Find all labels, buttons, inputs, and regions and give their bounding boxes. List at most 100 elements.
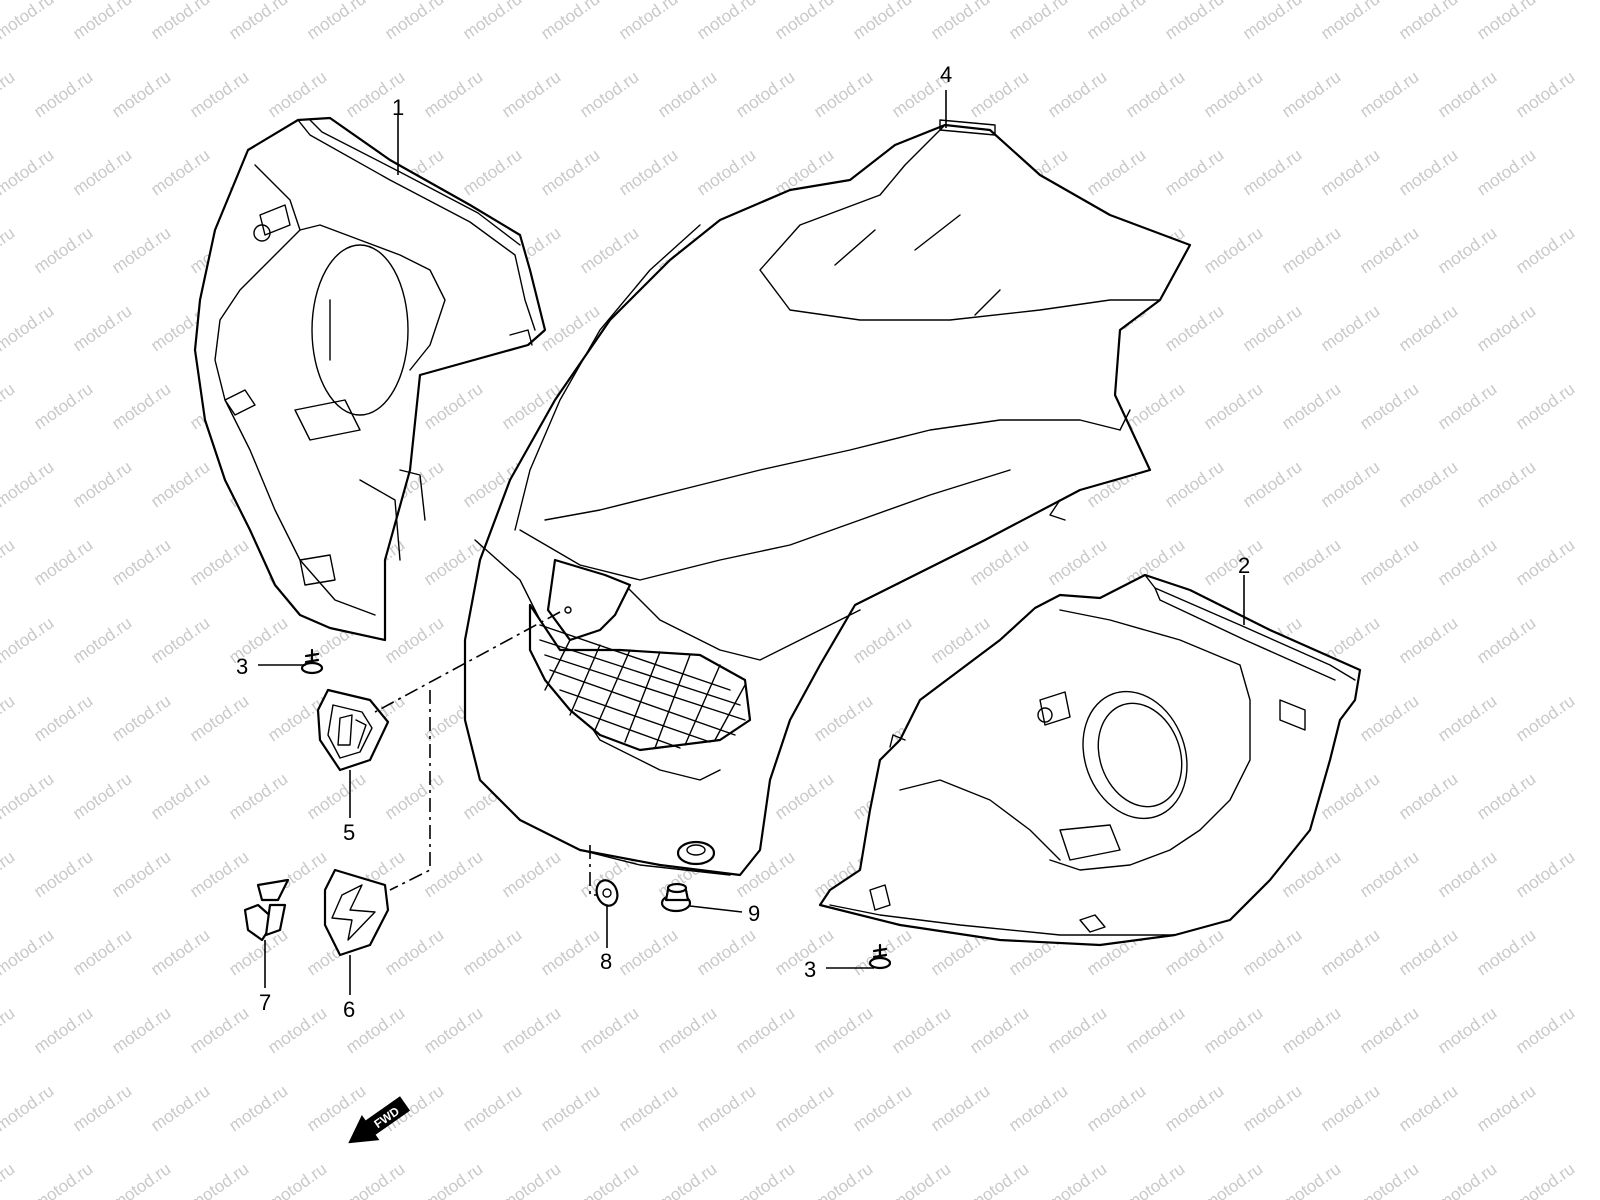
watermark-text: motod.ru bbox=[1395, 145, 1461, 199]
watermark-text: motod.ru bbox=[108, 691, 174, 745]
watermark-text: motod.ru bbox=[1473, 457, 1539, 511]
watermark-text: motod.ru bbox=[264, 1003, 330, 1057]
watermark-text: motod.ru bbox=[0, 301, 57, 355]
watermark-text: motod.ru bbox=[0, 145, 57, 199]
watermark-text: motod.ru bbox=[0, 769, 57, 823]
watermark-text: motod.ru bbox=[1044, 535, 1110, 589]
watermark-text: motod.ru bbox=[849, 1081, 915, 1135]
watermark-text: motod.ru bbox=[69, 769, 135, 823]
watermark-text: motod.ru bbox=[303, 769, 369, 823]
watermark-text: motod.ru bbox=[0, 379, 18, 433]
watermark-text: motod.ru bbox=[186, 535, 252, 589]
watermark-text: motod.ru bbox=[0, 535, 18, 589]
watermark-text: motod.ru bbox=[810, 67, 876, 121]
callout-7: 7 bbox=[259, 990, 271, 1015]
watermark-text: motod.ru bbox=[30, 67, 96, 121]
watermark-text: motod.ru bbox=[186, 847, 252, 901]
watermark-text: motod.ru bbox=[927, 0, 993, 43]
watermark-text: motod.ru bbox=[849, 925, 915, 979]
callout-labels: 1 2 3 3 4 5 6 7 8 9 bbox=[236, 62, 1250, 1022]
watermark-text: motod.ru bbox=[498, 1003, 564, 1057]
watermark-text: motod.ru bbox=[1473, 145, 1539, 199]
watermark-text: motod.ru bbox=[108, 379, 174, 433]
watermark-text: motod.ru bbox=[1512, 67, 1578, 121]
watermark-text: motod.ru bbox=[147, 145, 213, 199]
watermark-text: motod.ru bbox=[69, 301, 135, 355]
watermark-text: motod.ru bbox=[147, 0, 213, 43]
watermark-text: motod.ru bbox=[1239, 925, 1305, 979]
watermark-text: motod.ru bbox=[1434, 1159, 1500, 1200]
watermark-text: motod.ru bbox=[30, 379, 96, 433]
watermark-text: motod.ru bbox=[1239, 145, 1305, 199]
watermark-text: motod.ru bbox=[1512, 535, 1578, 589]
watermark-text: motod.ru bbox=[69, 1081, 135, 1135]
watermark-text: motod.ru bbox=[30, 1003, 96, 1057]
watermark-text: motod.ru bbox=[1317, 769, 1383, 823]
watermark-text: motod.ru bbox=[1473, 0, 1539, 43]
watermark-text: motod.ru bbox=[1278, 1159, 1344, 1200]
watermark-text: motod.ru bbox=[264, 67, 330, 121]
watermark-text: motod.ru bbox=[108, 847, 174, 901]
watermark-text: motod.ru bbox=[498, 1159, 564, 1200]
watermark-text: motod.ru bbox=[1395, 0, 1461, 43]
watermark-text: motod.ru bbox=[0, 457, 57, 511]
watermark-text: motod.ru bbox=[1200, 1159, 1266, 1200]
watermark-text: motod.ru bbox=[1200, 1003, 1266, 1057]
watermark-text: motod.ru bbox=[1200, 535, 1266, 589]
watermark-text: motod.ru bbox=[420, 379, 486, 433]
watermark-text: motod.ru bbox=[108, 1159, 174, 1200]
watermark-text: motod.ru bbox=[30, 847, 96, 901]
watermark-text: motod.ru bbox=[1200, 67, 1266, 121]
part-3-screw-left bbox=[300, 648, 324, 675]
watermark-text: motod.ru bbox=[0, 67, 18, 121]
watermark-text: motod.ru bbox=[537, 1081, 603, 1135]
watermark-text: motod.ru bbox=[654, 1003, 720, 1057]
watermark-text: motod.ru bbox=[30, 223, 96, 277]
watermark-text: motod.ru bbox=[576, 67, 642, 121]
callout-9: 9 bbox=[748, 901, 760, 926]
watermark-text: motod.ru bbox=[537, 925, 603, 979]
watermark-text: motod.ru bbox=[1512, 1003, 1578, 1057]
watermark-text: motod.ru bbox=[1317, 145, 1383, 199]
watermark-text: motod.ru bbox=[1161, 301, 1227, 355]
watermark-text: motod.ru bbox=[381, 613, 447, 667]
watermark-text: motod.ru bbox=[1239, 0, 1305, 43]
part-9-rivet bbox=[660, 882, 692, 913]
callout-leaders bbox=[258, 90, 1245, 995]
watermark-text: motod.ru bbox=[1434, 223, 1500, 277]
callout-6: 6 bbox=[343, 997, 355, 1022]
watermark-text: motod.ru bbox=[654, 1159, 720, 1200]
watermark-text: motod.ru bbox=[1161, 0, 1227, 43]
watermark-text: motod.ru bbox=[966, 1159, 1032, 1200]
callout-3-right: 3 bbox=[804, 957, 816, 982]
watermark-text: motod.ru bbox=[1434, 847, 1500, 901]
watermark-text: motod.ru bbox=[186, 691, 252, 745]
watermark-text: motod.ru bbox=[381, 925, 447, 979]
watermark-text: motod.ru bbox=[1356, 691, 1422, 745]
watermark-text: motod.ru bbox=[1083, 0, 1149, 43]
watermark-text: motod.ru bbox=[147, 1081, 213, 1135]
watermark-text: motod.ru bbox=[1278, 67, 1344, 121]
watermark-text: motod.ru bbox=[186, 1003, 252, 1057]
watermark-text: motod.ru bbox=[888, 1003, 954, 1057]
watermark-text: motod.ru bbox=[0, 223, 18, 277]
watermark-text: motod.ru bbox=[1434, 379, 1500, 433]
watermark-text: motod.ru bbox=[615, 925, 681, 979]
watermark-text: motod.ru bbox=[1317, 0, 1383, 43]
watermark-text: motod.ru bbox=[615, 0, 681, 43]
part-8-nut bbox=[595, 879, 619, 907]
watermark-text: motod.ru bbox=[1083, 145, 1149, 199]
part-3-screw-right bbox=[868, 943, 892, 970]
watermark-text: motod.ru bbox=[147, 457, 213, 511]
watermark-text: motod.ru bbox=[1044, 1003, 1110, 1057]
watermark-text: motod.ru bbox=[1356, 223, 1422, 277]
watermark-text: motod.ru bbox=[654, 67, 720, 121]
watermark-text: motod.ru bbox=[1434, 1003, 1500, 1057]
watermark-text: motod.ru bbox=[381, 0, 447, 43]
watermark-text: motod.ru bbox=[966, 67, 1032, 121]
watermark-text: motod.ru bbox=[108, 67, 174, 121]
watermark-text: motod.ru bbox=[459, 0, 525, 43]
watermark-text: motod.ru bbox=[1005, 1081, 1071, 1135]
watermark-text: motod.ru bbox=[1356, 379, 1422, 433]
